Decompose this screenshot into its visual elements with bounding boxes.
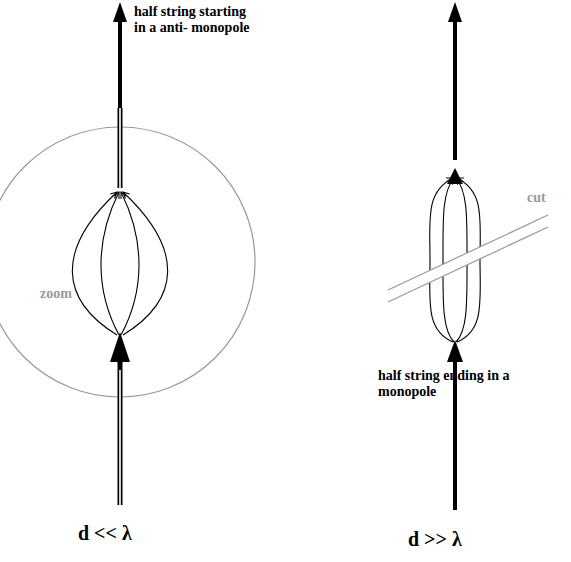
cut-band [388, 215, 548, 302]
zoom-circle [0, 127, 255, 397]
regime-label: d << λ [78, 522, 188, 545]
string-note: half string starting in a anti- monopole [134, 4, 254, 36]
string-arrowhead [113, 2, 127, 22]
string-line [118, 360, 123, 505]
zoom-label: zoom [40, 286, 100, 302]
monopole-arrowhead [110, 332, 130, 362]
string-core [119, 370, 121, 505]
string-line [453, 18, 457, 160]
regime-label: d >> λ [408, 528, 518, 551]
string-line [118, 18, 122, 110]
flux-lines [72, 192, 167, 335]
string-arrowhead [448, 2, 462, 22]
cut-line [388, 215, 548, 290]
string-line [118, 108, 123, 188]
string-note: half string ending in a monopole [378, 368, 528, 400]
monopole-arrowhead [447, 340, 463, 362]
cut-line [388, 227, 548, 302]
cut-label: cut [527, 190, 567, 206]
string-core [119, 108, 121, 188]
antimonopole-arrowhead [447, 168, 463, 184]
